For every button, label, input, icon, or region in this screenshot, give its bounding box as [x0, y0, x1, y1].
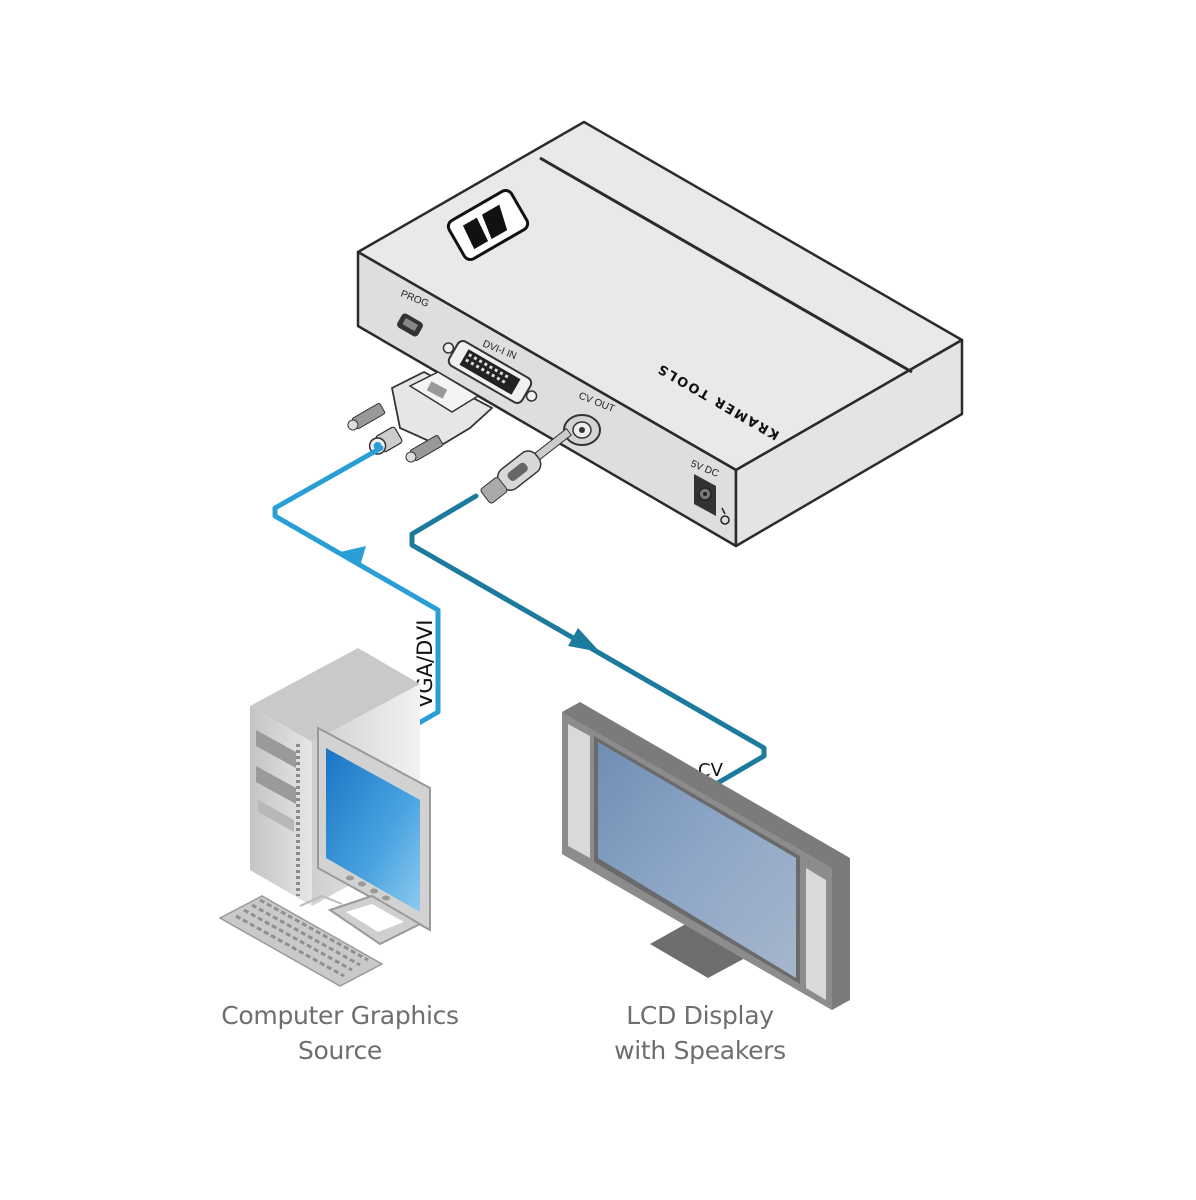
input-direction-arrow-icon	[340, 546, 366, 566]
power-port[interactable]	[694, 474, 716, 516]
polarity-icon	[720, 507, 730, 525]
computer-source-caption: Computer Graphics Source	[190, 998, 490, 1068]
dvi-in-port[interactable]	[437, 333, 543, 410]
computer-monitor-screen	[326, 748, 420, 912]
lcd-display	[562, 702, 850, 1010]
right-speaker	[806, 868, 826, 1000]
lcd-screen	[598, 742, 796, 978]
kramer-device: KRAMER TOOLS PROG DVI-I IN CV OUT	[356, 120, 964, 548]
dvi-cable-plug	[347, 370, 494, 463]
computer-source	[218, 648, 431, 987]
display-caption-line1: LCD Display	[626, 1001, 774, 1030]
cv-out-port[interactable]	[563, 414, 601, 446]
rca-cable-plug	[480, 427, 573, 504]
prog-usb-port[interactable]	[396, 312, 425, 338]
kramer-logo-icon	[446, 189, 530, 261]
device-right-face	[734, 338, 964, 548]
display-caption-line2: with Speakers	[614, 1036, 786, 1065]
output-direction-arrow-icon	[568, 628, 600, 652]
source-caption-line2: Source	[297, 1036, 383, 1065]
source-caption-line1: Computer Graphics	[221, 1001, 459, 1030]
left-speaker	[568, 724, 590, 858]
device-top-groove	[539, 156, 913, 374]
lcd-display-caption: LCD Display with Speakers	[560, 998, 840, 1068]
